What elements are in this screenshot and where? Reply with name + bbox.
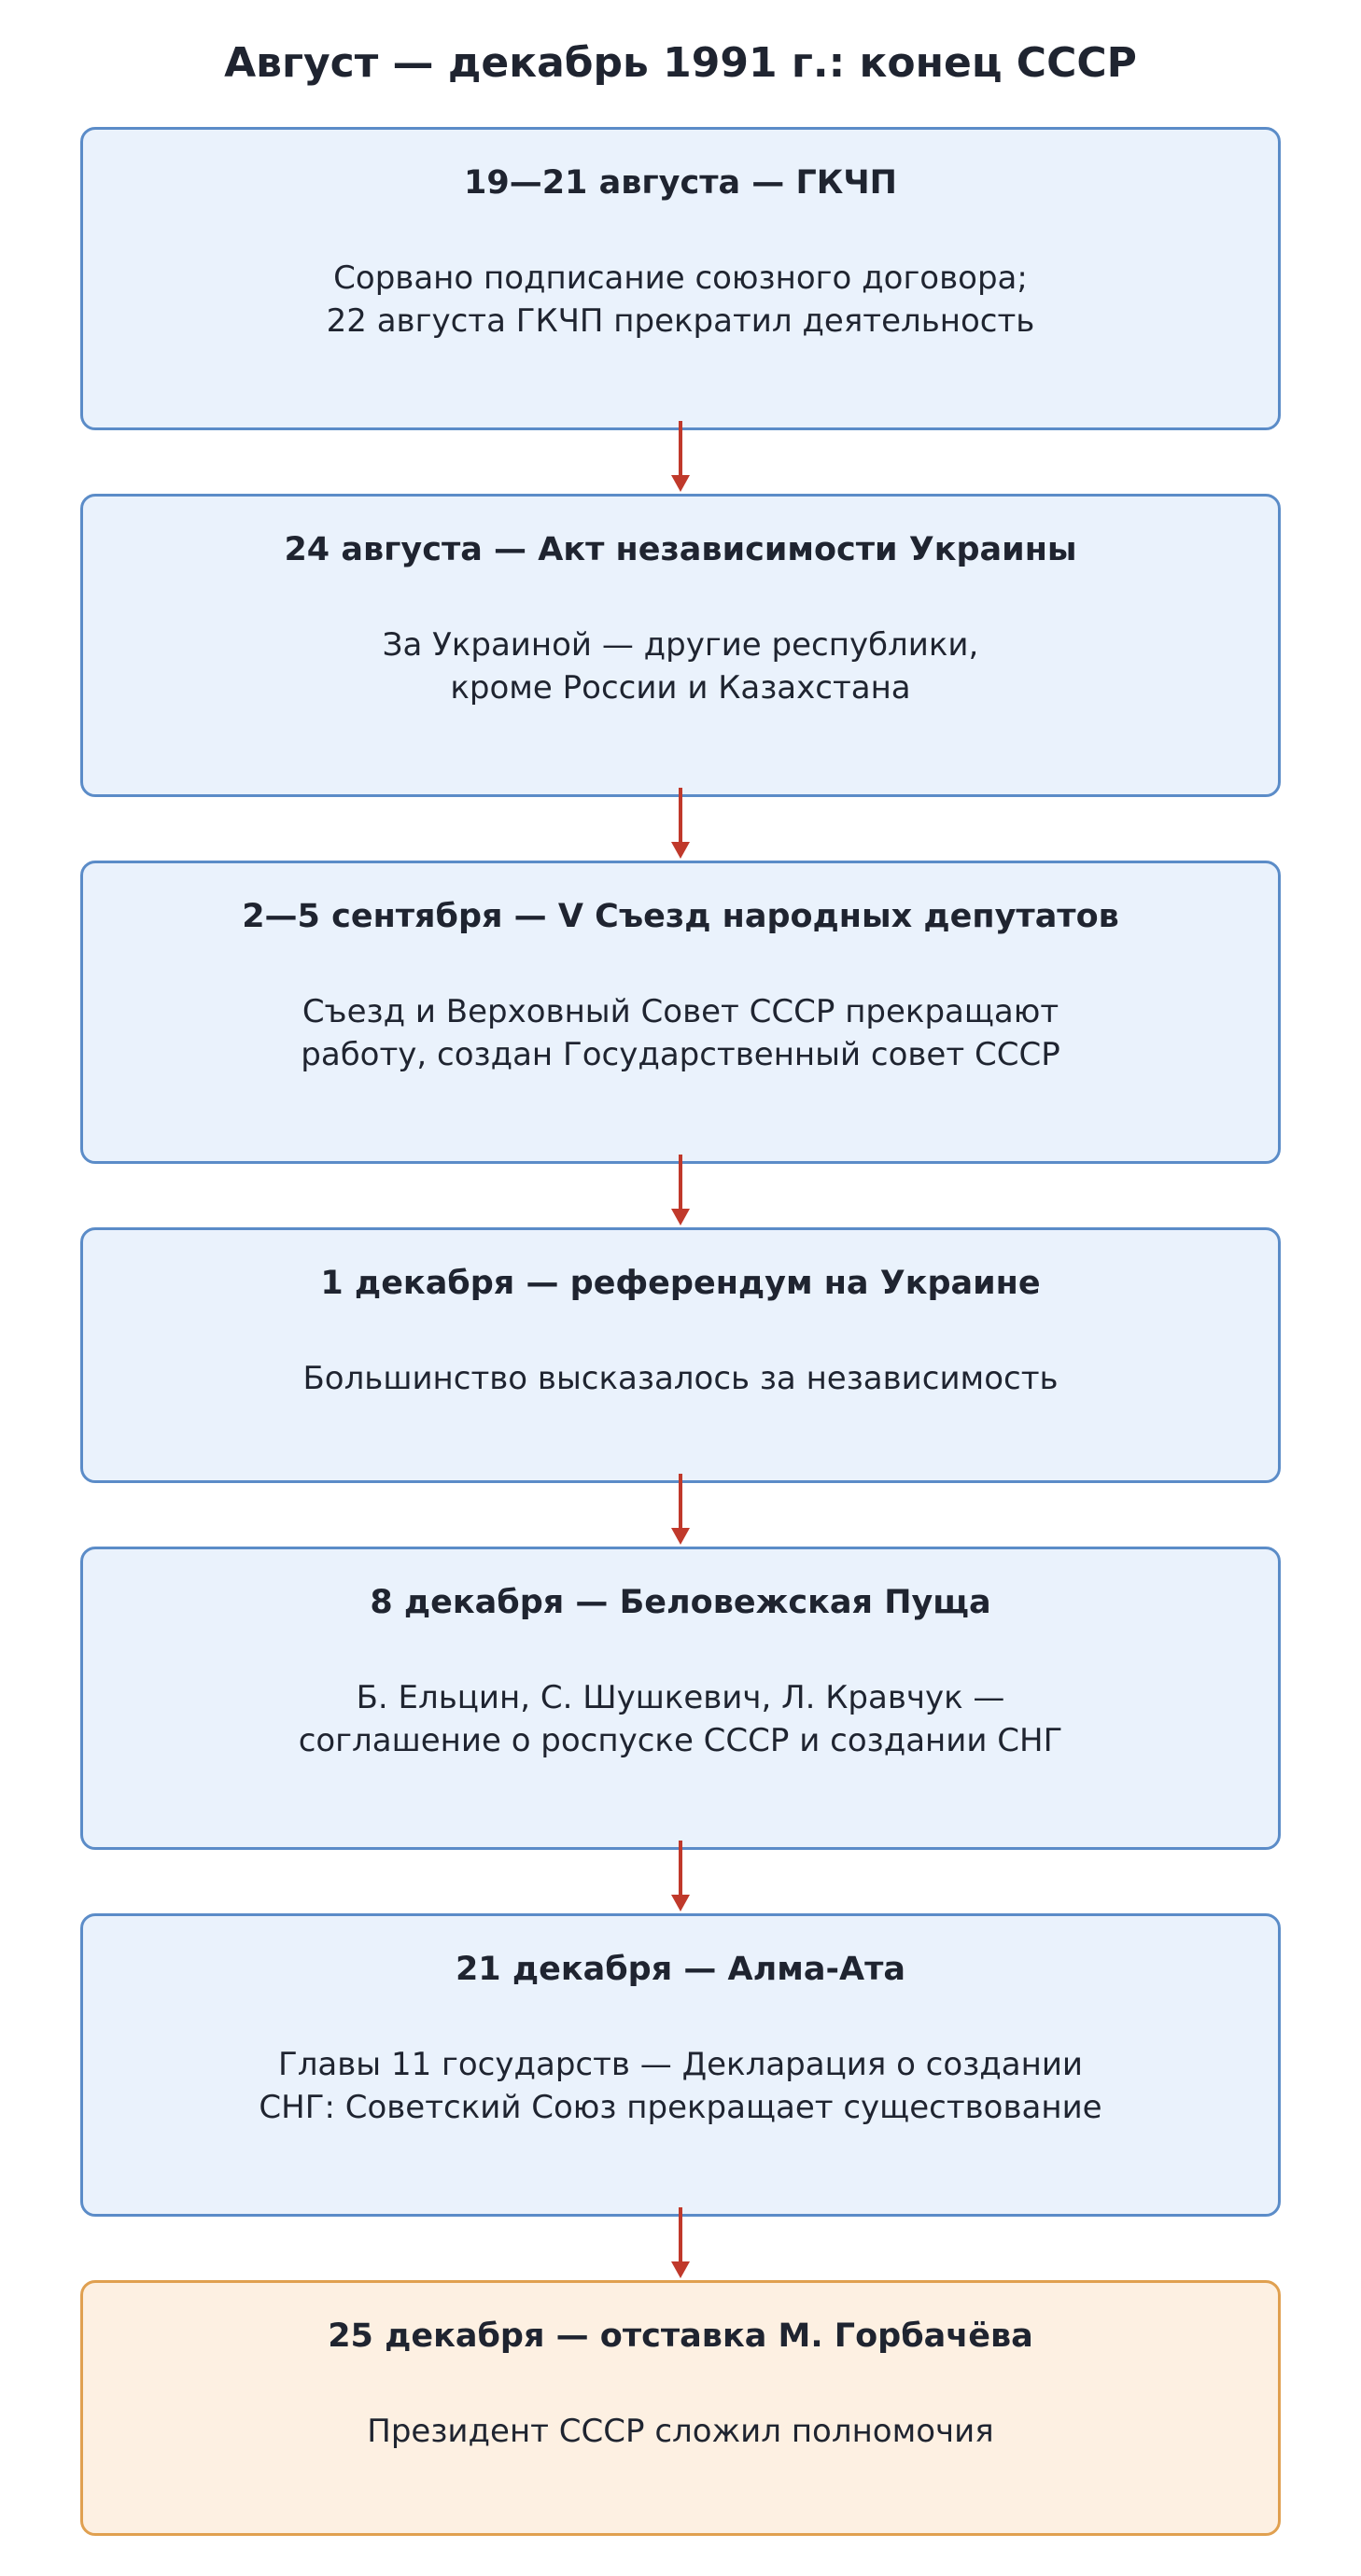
event-description-line: За Украиной — другие республики, xyxy=(382,626,979,664)
event-description: За Украиной — другие республики, кроме Р… xyxy=(83,623,1278,709)
event-description: Президент СССР сложил полномочия xyxy=(83,2410,1278,2453)
event-description-line: 22 августа ГКЧП прекратил деятельность xyxy=(326,302,1035,340)
event-heading: 21 декабря — Алма-Ата xyxy=(455,1951,906,1988)
event-heading: 8 декабря — Беловежская Пуща xyxy=(370,1584,991,1621)
event-heading: 1 декабря — референдум на Украине xyxy=(320,1265,1041,1302)
event-box-alma-ata: 21 декабря — Алма-Ата Главы 11 государст… xyxy=(80,1913,1281,2217)
event-description-line: соглашение о роспуске СССР и создании СН… xyxy=(298,1722,1063,1759)
event-box-ukraine-independence: 24 августа — Акт независимости Украины З… xyxy=(80,494,1281,797)
event-heading: 25 декабря — отставка М. Горбачёва xyxy=(328,2317,1033,2355)
arrow-down-icon xyxy=(671,2207,690,2278)
event-box-gkchp: 19—21 августа — ГКЧП Сорвано подписание … xyxy=(80,127,1281,430)
event-description-line: кроме России и Казахстана xyxy=(450,669,911,707)
event-description: Большинство высказалось за независимость xyxy=(83,1357,1278,1400)
diagram-title: Август — декабрь 1991 г.: конец СССР xyxy=(224,39,1137,87)
event-description: Б. Ельцин, С. Шушкевич, Л. Кравчук — сог… xyxy=(83,1676,1278,1762)
arrow-down-icon xyxy=(671,421,690,492)
event-heading: 19—21 августа — ГКЧП xyxy=(464,164,897,202)
event-description-line: Большинство высказалось за независимость xyxy=(302,1360,1059,1397)
event-description: Главы 11 государств — Декларация о созда… xyxy=(83,2043,1278,2129)
arrow-down-icon xyxy=(671,1155,690,1225)
event-description-line: СНГ: Советский Союз прекращает существов… xyxy=(259,2089,1102,2126)
arrow-down-icon xyxy=(671,1841,690,1911)
event-box-congress: 2—5 сентября — V Съезд народных депутато… xyxy=(80,861,1281,1164)
event-heading: 24 августа — Акт независимости Украины xyxy=(284,531,1077,568)
event-description-line: Б. Ельцин, С. Шушкевич, Л. Кравчук — xyxy=(356,1679,1005,1716)
event-description-line: Сорвано подписание союзного договора; xyxy=(333,259,1028,297)
arrow-down-icon xyxy=(671,1474,690,1545)
event-description-line: Съезд и Верховный Совет СССР прекращают xyxy=(302,993,1059,1030)
event-description: Сорвано подписание союзного договора; 22… xyxy=(83,257,1278,343)
event-description-line: Главы 11 государств — Декларация о созда… xyxy=(277,2046,1084,2083)
event-box-referendum: 1 декабря — референдум на Украине Больши… xyxy=(80,1227,1281,1483)
arrow-down-icon xyxy=(671,788,690,859)
event-box-gorbachev-resignation: 25 декабря — отставка М. Горбачёва Прези… xyxy=(80,2280,1281,2536)
event-description-line: работу, создан Государственный совет ССС… xyxy=(301,1036,1060,1073)
event-description-line: Президент СССР сложил полномочия xyxy=(367,2413,994,2450)
event-description: Съезд и Верховный Совет СССР прекращают … xyxy=(83,990,1278,1076)
event-heading: 2—5 сентября — V Съезд народных депутато… xyxy=(242,898,1119,935)
event-box-belovezh: 8 декабря — Беловежская Пуща Б. Ельцин, … xyxy=(80,1547,1281,1850)
